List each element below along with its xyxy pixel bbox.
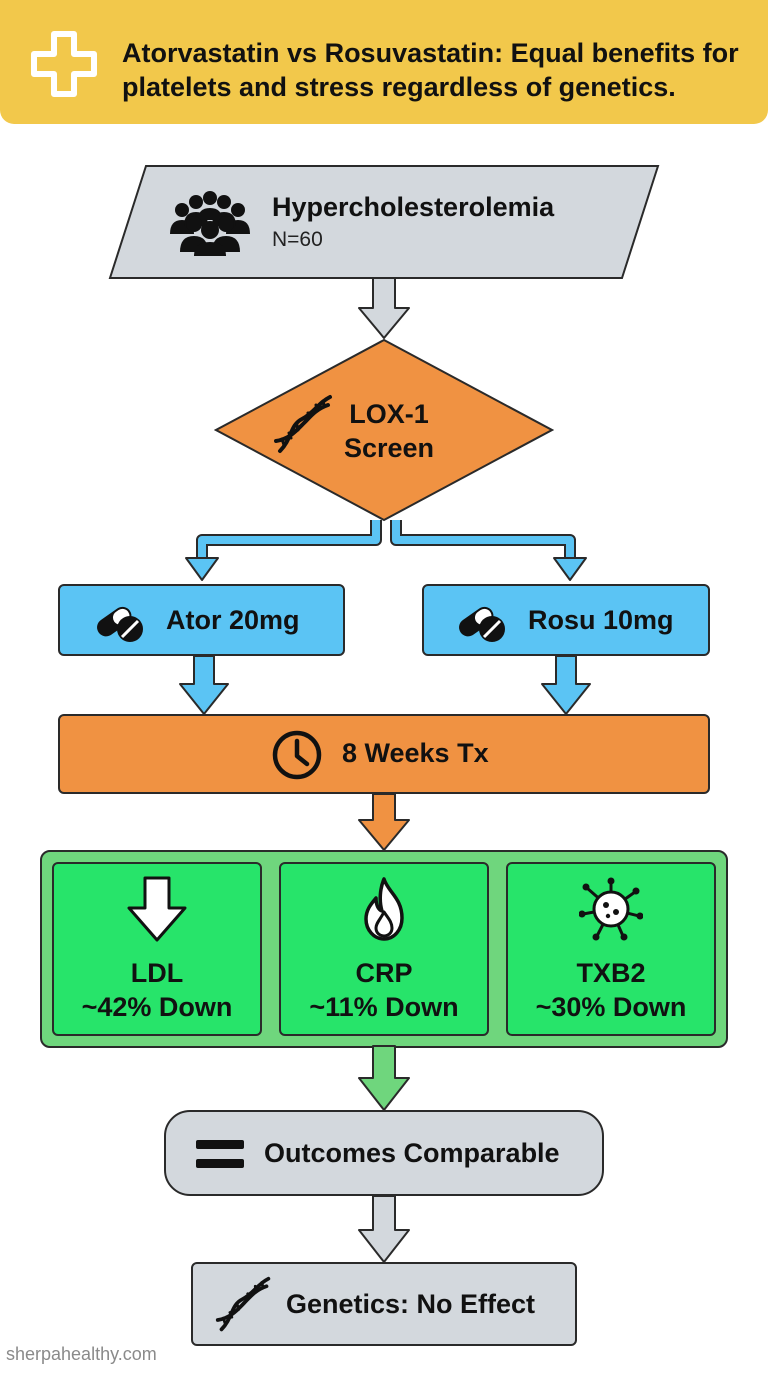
flow-arrow (358, 1045, 410, 1111)
population-size: N=60 (272, 228, 323, 251)
flow-arrow (541, 655, 591, 715)
medical-cross-icon (31, 31, 97, 97)
population-node (108, 165, 660, 279)
outcome-label-txb2: TXB2 ~30% Down (506, 956, 716, 1024)
dna-icon (274, 395, 332, 453)
treatment-label: 8 Weeks Tx (342, 738, 489, 768)
treatment-duration-node (58, 714, 710, 794)
outcome-change: ~11% Down (309, 992, 459, 1022)
dna-icon (215, 1276, 271, 1332)
screening-label: LOX-1 Screen (343, 399, 435, 463)
genetics-label: Genetics: No Effect (286, 1289, 536, 1319)
outcome-change: ~30% Down (535, 992, 687, 1022)
genetics-node (191, 1262, 577, 1346)
outcome-label-ldl: LDL ~42% Down (52, 956, 262, 1024)
flow-arrow (358, 793, 410, 851)
equals-icon (196, 1140, 244, 1168)
screening-decision-node (214, 338, 554, 522)
page-title: Atorvastatin vs Rosuvastatin: Equal bene… (122, 38, 739, 102)
comparable-label: Outcomes Comparable (264, 1138, 560, 1168)
source-watermark: sherpahealthy.com (6, 1344, 157, 1364)
people-group-icon (170, 191, 250, 256)
platelet-icon (579, 877, 643, 941)
pill-icon (97, 606, 143, 642)
clock-icon (272, 730, 322, 780)
outcome-label-crp: CRP ~11% Down (279, 956, 489, 1024)
rosuvastatin-label: Rosu 10mg (528, 605, 674, 635)
outcome-name: CRP (355, 958, 413, 988)
population-title: Hypercholesterolemia (272, 192, 555, 222)
flame-icon (364, 877, 404, 941)
flow-arrow (358, 277, 410, 339)
flow-arrow (358, 1195, 410, 1263)
header-banner (0, 0, 768, 124)
atorvastatin-label: Ator 20mg (166, 605, 300, 635)
outcome-change: ~42% Down (81, 992, 233, 1022)
down-arrow-icon (127, 876, 187, 942)
comparable-outcomes-node (164, 1110, 604, 1196)
branch-arrows (185, 520, 587, 581)
flow-arrow (179, 655, 229, 715)
outcome-name: LDL (130, 958, 184, 988)
outcome-name: TXB2 (576, 958, 646, 988)
pill-icon (459, 606, 505, 642)
